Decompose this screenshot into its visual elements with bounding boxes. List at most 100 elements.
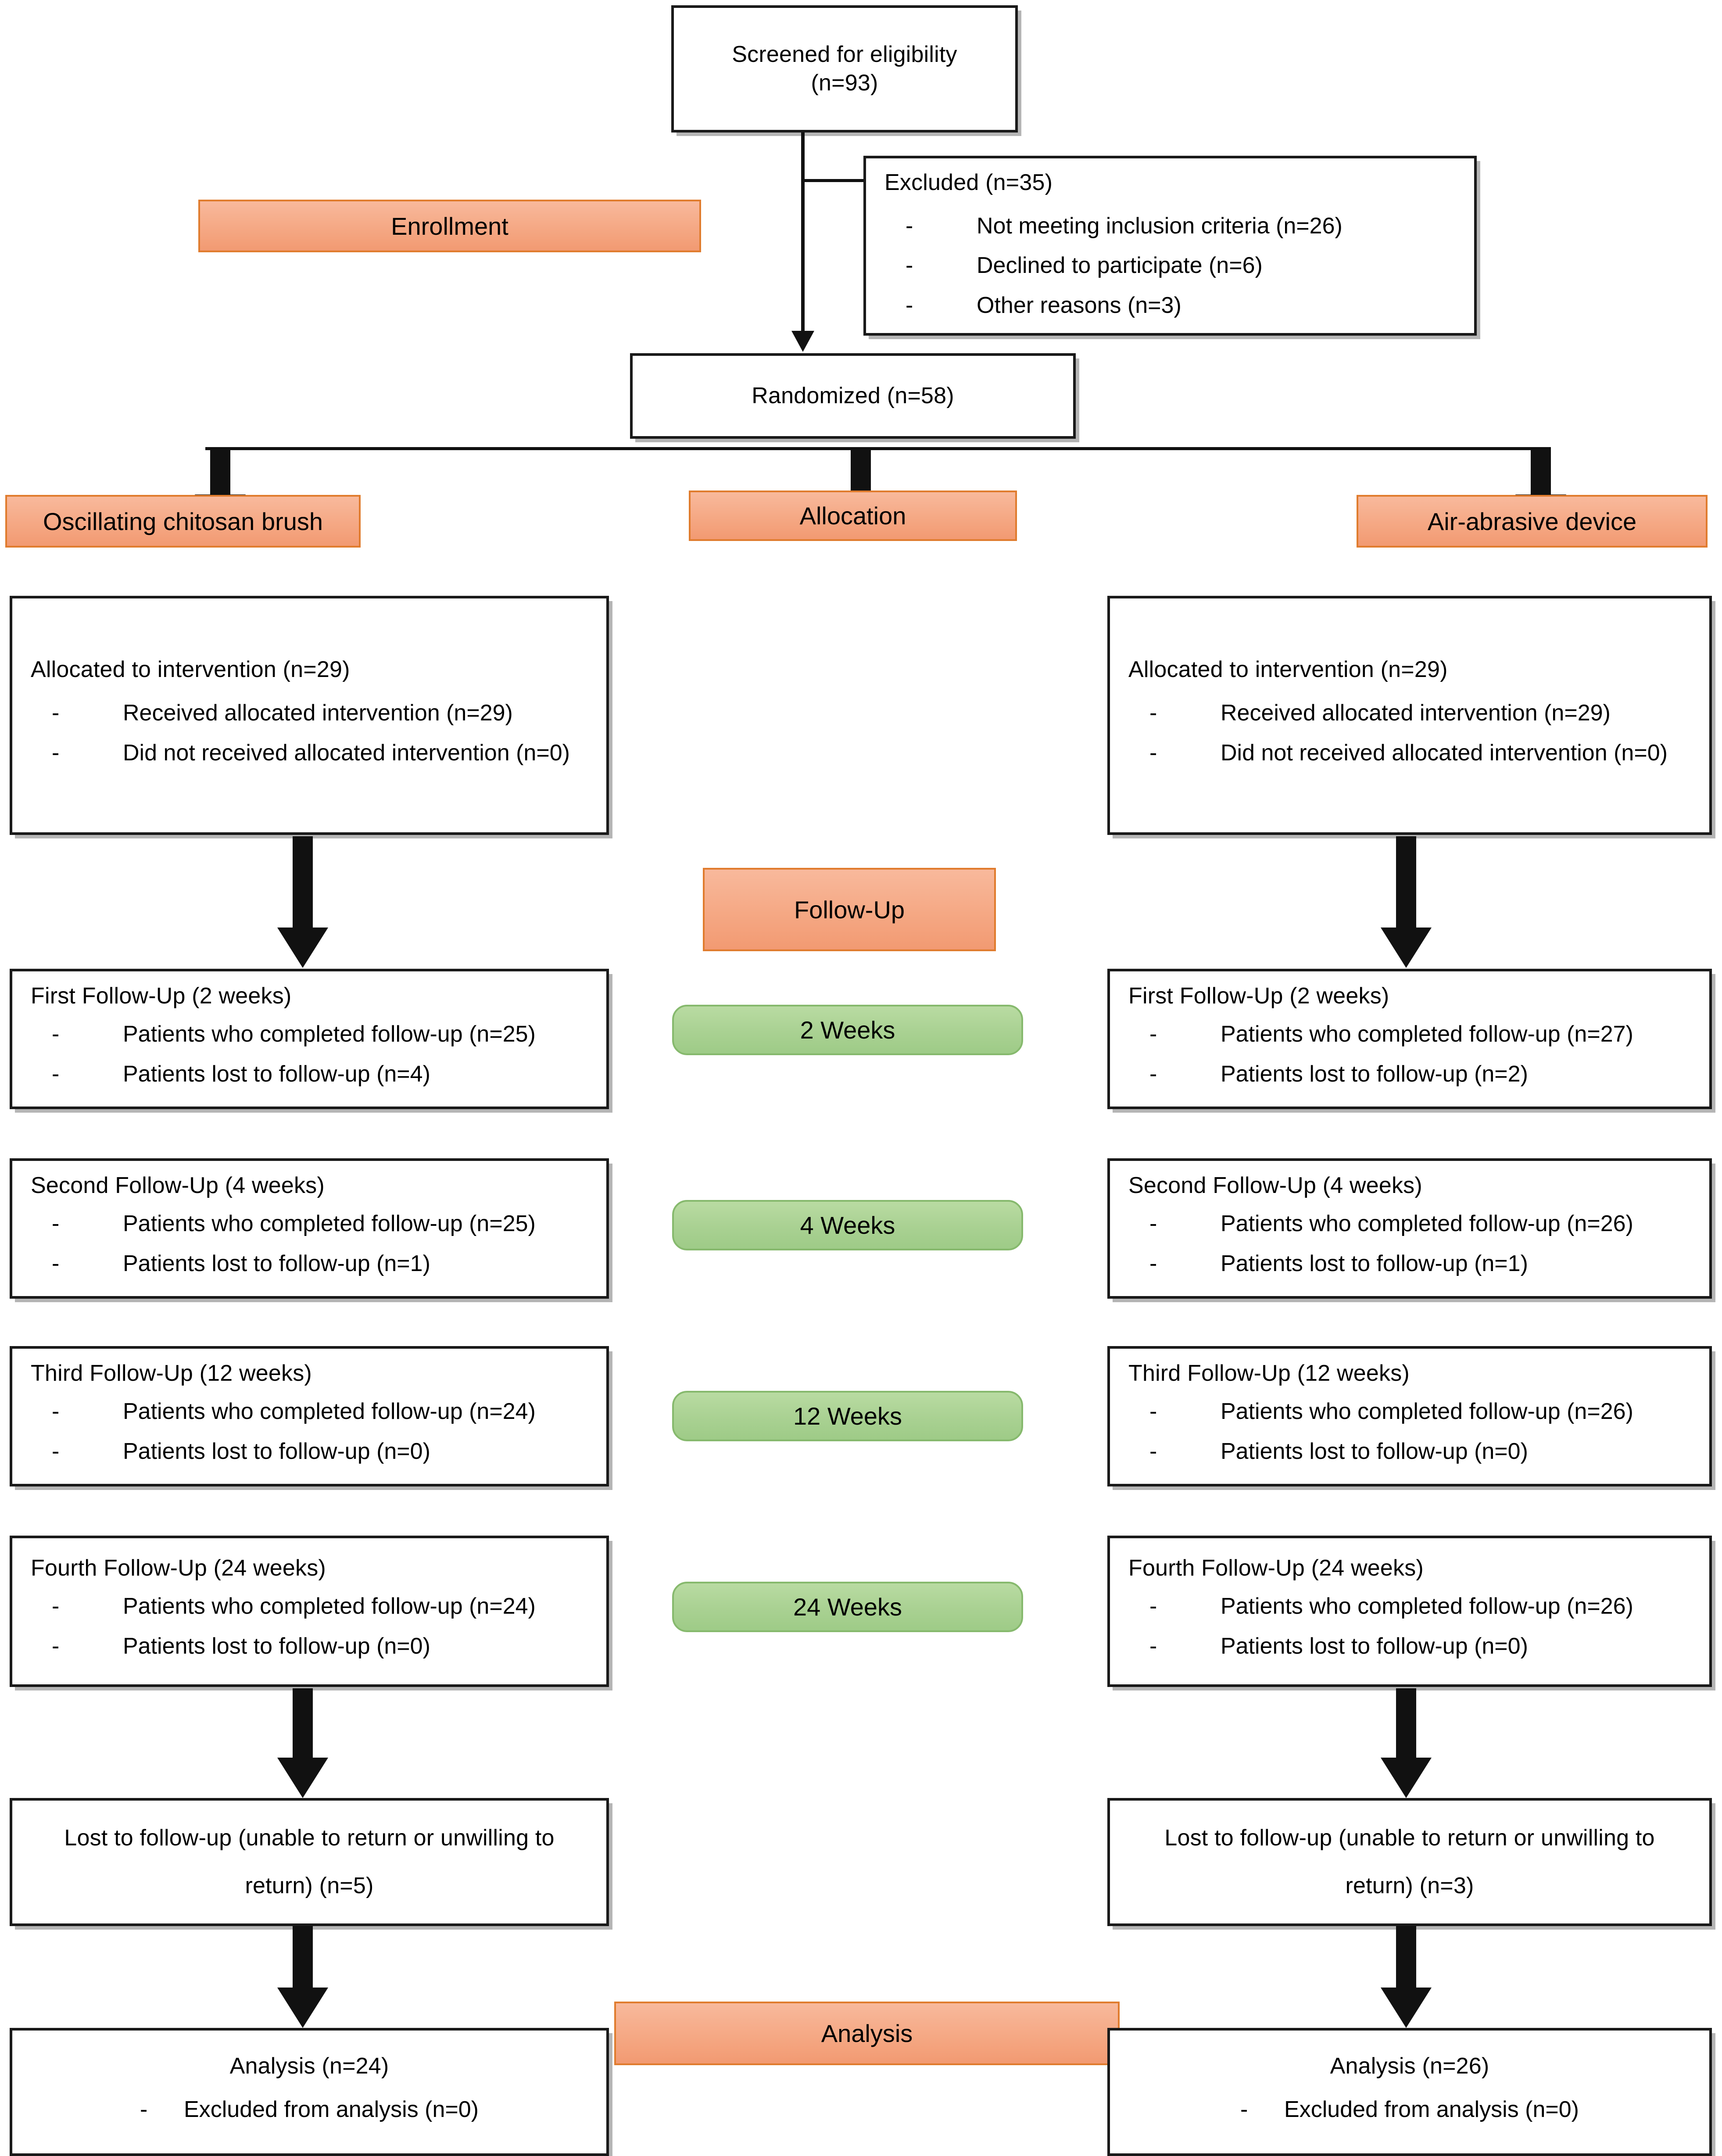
week-pill-2: 2 Weeks <box>672 1005 1023 1055</box>
stage-banner-label: Allocation <box>799 502 906 530</box>
right-allocated-to-followup1-arrow <box>1380 836 1432 968</box>
week-pill-24: 24 Weeks <box>672 1582 1023 1632</box>
list-item-label: Patients lost to follow-up (n=0) <box>123 1633 430 1659</box>
list-item-label: Patients who completed follow-up (n=25) <box>123 1021 536 1047</box>
bullet-dash-icon: - <box>52 740 60 766</box>
bullet-dash-icon: - <box>1149 1021 1157 1047</box>
list-item-label: Patients lost to follow-up (n=1) <box>1221 1250 1528 1276</box>
right-followup-2-box: Second Follow-Up (4 weeks) - Patients wh… <box>1107 1158 1712 1299</box>
bullet-dash-icon: - <box>906 213 913 239</box>
bullet-dash-icon: - <box>1149 1250 1157 1276</box>
bullet-dash-icon: - <box>52 1250 60 1276</box>
bullet-dash-icon: - <box>906 292 913 318</box>
list-item: - Patients who completed follow-up (n=26… <box>1128 1589 1691 1624</box>
right-allocated-list: - Received allocated intervention (n=29)… <box>1128 695 1691 775</box>
left-followup-4-list: - Patients who completed follow-up (n=24… <box>31 1589 588 1668</box>
list-item-label: Did not received allocated intervention … <box>1221 740 1668 766</box>
list-item-label: Patients lost to follow-up (n=2) <box>1221 1061 1528 1087</box>
bullet-dash-icon: - <box>52 1398 60 1424</box>
left-followup-3-list: - Patients who completed follow-up (n=24… <box>31 1394 588 1473</box>
list-item: - Patients lost to follow-up (n=1) <box>31 1246 588 1282</box>
list-item: - Declined to participate (n=6) <box>884 248 1456 283</box>
excluded-reason-list: - Not meeting inclusion criteria (n=26) … <box>884 208 1456 328</box>
list-item-label: Declined to participate (n=6) <box>977 253 1263 279</box>
left-followup-1-list: - Patients who completed follow-up (n=25… <box>31 1017 588 1096</box>
bullet-dash-icon: - <box>140 2097 148 2123</box>
list-item-label: Excluded from analysis (n=0) <box>184 2097 479 2123</box>
right-followup-1-title: First Follow-Up (2 weeks) <box>1128 983 1389 1009</box>
list-item-label: Did not received allocated intervention … <box>123 740 570 766</box>
list-item-label: Excluded from analysis (n=0) <box>1284 2097 1579 2123</box>
stage-banner-label: Follow-Up <box>794 895 905 924</box>
right-lost-to-analysis-arrow <box>1380 1926 1432 2028</box>
bullet-dash-icon: - <box>1149 1398 1157 1424</box>
right-lost-line-1: Lost to follow-up (unable to return or u… <box>1164 1825 1655 1851</box>
stage-banner-analysis: Analysis <box>614 2002 1120 2065</box>
stage-banner-label: Analysis <box>821 2020 913 2047</box>
list-item-label: Not meeting inclusion criteria (n=26) <box>977 213 1343 239</box>
randomized-title: Randomized (n=58) <box>752 383 954 408</box>
week-pill-label: 4 Weeks <box>800 1211 895 1239</box>
arm-banner-right: Air-abrasive device <box>1357 495 1708 548</box>
list-item: - Received allocated intervention (n=29) <box>1128 695 1691 731</box>
list-item-label: Patients lost to follow-up (n=0) <box>1221 1438 1528 1464</box>
excluded-box: Excluded (n=35) - Not meeting inclusion … <box>863 156 1477 336</box>
week-pill-label: 12 Weeks <box>793 1402 902 1430</box>
left-followup-1-title: First Follow-Up (2 weeks) <box>31 983 292 1009</box>
right-followup-3-box: Third Follow-Up (12 weeks) - Patients wh… <box>1107 1346 1712 1486</box>
list-item-label: Patients who completed follow-up (n=24) <box>123 1594 536 1619</box>
stage-banner-allocation: Allocation <box>689 491 1017 541</box>
left-followup-2-title: Second Follow-Up (4 weeks) <box>31 1172 325 1198</box>
left-allocated-to-followup1-arrow <box>276 836 329 968</box>
randomized-box: Randomized (n=58) <box>630 353 1076 439</box>
list-item: - Did not received allocated interventio… <box>31 735 588 771</box>
left-lost-to-analysis-arrow <box>276 1926 329 2028</box>
allocation-split-bar <box>205 447 1540 450</box>
left-lost-line-2: return) (n=5) <box>245 1873 374 1898</box>
left-followup-4-title: Fourth Follow-Up (24 weeks) <box>31 1555 326 1581</box>
right-followup-1-box: First Follow-Up (2 weeks) - Patients who… <box>1107 969 1712 1109</box>
left-followup-2-list: - Patients who completed follow-up (n=25… <box>31 1206 588 1286</box>
right-analysis-list: - Excluded from analysis (n=0) <box>1240 2092 1579 2132</box>
list-item: - Excluded from analysis (n=0) <box>140 2092 479 2127</box>
list-item: - Excluded from analysis (n=0) <box>1240 2092 1579 2127</box>
left-analysis-box: Analysis (n=24) - Excluded from analysis… <box>10 2028 609 2156</box>
bullet-dash-icon: - <box>1149 1633 1157 1659</box>
list-item-label: Patients who completed follow-up (n=26) <box>1221 1211 1633 1236</box>
left-allocated-box: Allocated to intervention (n=29) - Recei… <box>10 596 609 835</box>
list-item-label: Patients lost to follow-up (n=0) <box>1221 1633 1528 1659</box>
left-lost-line-1: Lost to follow-up (unable to return or u… <box>64 1825 555 1851</box>
list-item-label: Patients who completed follow-up (n=24) <box>123 1398 536 1424</box>
left-followup4-to-lost-arrow <box>276 1688 329 1798</box>
bullet-dash-icon: - <box>1240 2097 1248 2123</box>
bullet-dash-icon: - <box>1149 740 1157 766</box>
right-analysis-title: Analysis (n=26) <box>1330 2053 1489 2079</box>
right-allocated-box: Allocated to intervention (n=29) - Recei… <box>1107 596 1712 835</box>
list-item: - Patients lost to follow-up (n=0) <box>31 1629 588 1664</box>
bullet-dash-icon: - <box>52 1061 60 1087</box>
right-followup-2-title: Second Follow-Up (4 weeks) <box>1128 1172 1422 1198</box>
left-followup-2-box: Second Follow-Up (4 weeks) - Patients wh… <box>10 1158 609 1299</box>
bullet-dash-icon: - <box>1149 1061 1157 1087</box>
list-item-label: Received allocated intervention (n=29) <box>123 700 513 726</box>
list-item-label: Patients who completed follow-up (n=26) <box>1221 1594 1633 1619</box>
bullet-dash-icon: - <box>906 253 913 279</box>
list-item: - Patients lost to follow-up (n=0) <box>1128 1629 1691 1664</box>
bullet-dash-icon: - <box>1149 1594 1157 1619</box>
arm-banner-label: Air-abrasive device <box>1427 507 1637 535</box>
list-item-label: Patients who completed follow-up (n=27) <box>1221 1021 1633 1047</box>
bullet-dash-icon: - <box>52 700 60 726</box>
screened-box: Screened for eligibility (n=93) <box>671 5 1018 133</box>
bullet-dash-icon: - <box>52 1021 60 1047</box>
left-followup-1-box: First Follow-Up (2 weeks) - Patients who… <box>10 969 609 1109</box>
right-followup-1-list: - Patients who completed follow-up (n=27… <box>1128 1017 1691 1096</box>
right-lost-line-2: return) (n=3) <box>1345 1873 1474 1898</box>
list-item: - Received allocated intervention (n=29) <box>31 695 588 731</box>
right-followup-2-list: - Patients who completed follow-up (n=26… <box>1128 1206 1691 1286</box>
screened-count: (n=93) <box>811 70 878 96</box>
right-followup-3-list: - Patients who completed follow-up (n=26… <box>1128 1394 1691 1473</box>
stage-banner-enrollment: Enrollment <box>198 200 701 252</box>
week-pill-label: 2 Weeks <box>800 1016 895 1044</box>
list-item: - Patients lost to follow-up (n=2) <box>1128 1057 1691 1092</box>
